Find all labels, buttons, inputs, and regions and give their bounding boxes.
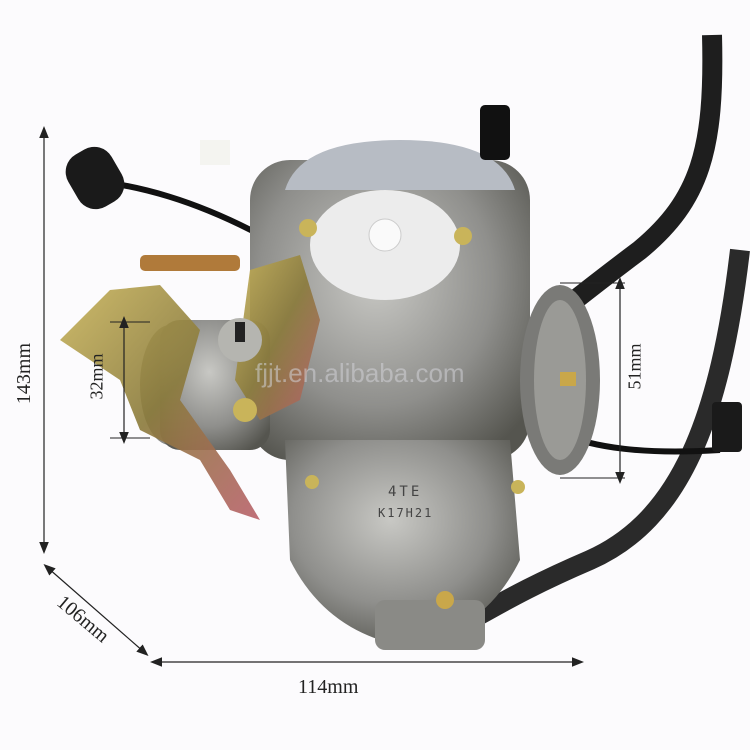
screw <box>299 219 317 237</box>
choke-cap <box>65 146 125 210</box>
throttle-lever <box>235 255 320 420</box>
fuel-hose-bottom <box>465 248 750 629</box>
depth-dimension-line <box>43 564 149 656</box>
spring-screw <box>140 255 240 271</box>
top-cap <box>285 140 515 190</box>
outlet-diameter-label: 51mm <box>624 343 645 390</box>
white-fitting <box>200 140 230 165</box>
body-marking-line2: K17H21 <box>378 506 434 520</box>
cable-clip <box>480 105 510 160</box>
inlet-diameter-label: 32mm <box>86 353 107 400</box>
height-label: 143mm <box>13 342 36 405</box>
width-label: 114mm <box>298 676 359 698</box>
float-bowl <box>285 440 520 640</box>
throttle-bracket <box>60 285 260 520</box>
connector <box>712 402 742 452</box>
brass-nipple <box>560 372 576 386</box>
watermark: fjjt.en.alibaba.com <box>255 358 465 388</box>
drain-screw <box>436 591 454 609</box>
body-marking-line1: 4TE <box>388 484 423 500</box>
screw <box>454 227 472 245</box>
